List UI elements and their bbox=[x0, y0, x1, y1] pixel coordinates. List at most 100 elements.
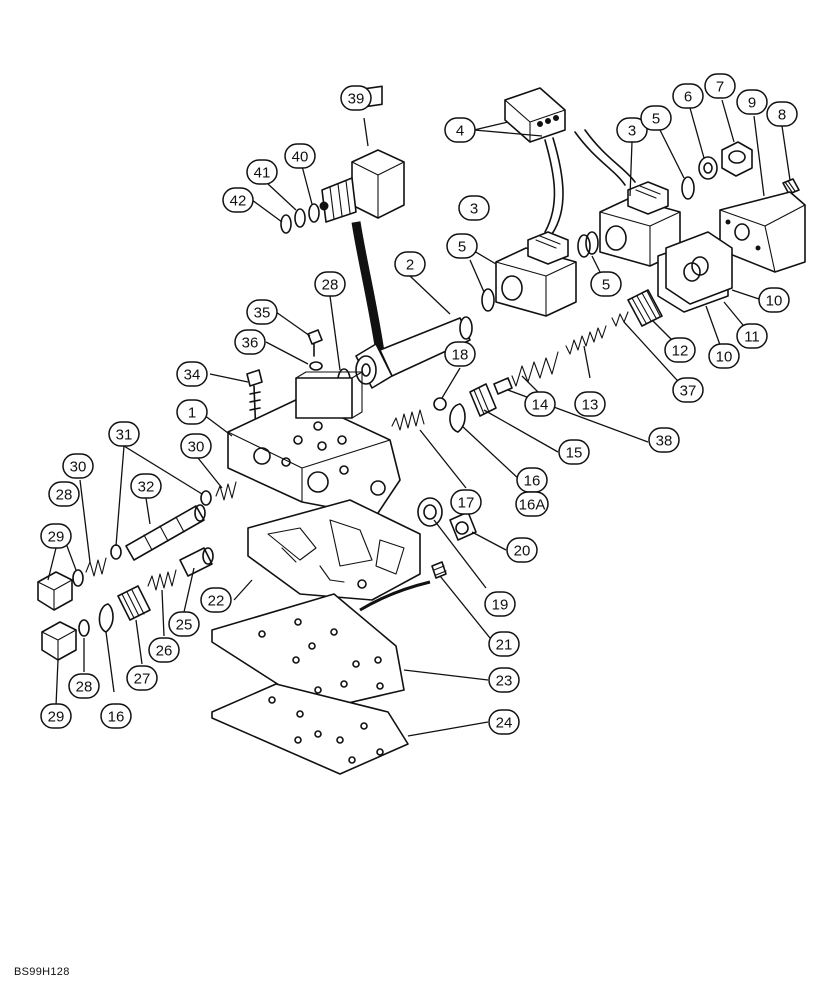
callout-number: 9 bbox=[748, 95, 756, 112]
callout-number: 16 bbox=[524, 473, 541, 490]
callout-number: 16 bbox=[108, 709, 125, 726]
callout-bubble bbox=[672, 377, 704, 403]
connector-4 bbox=[504, 87, 636, 235]
callout-c10a: 10 bbox=[758, 287, 790, 313]
callout-c20: 20 bbox=[506, 537, 538, 563]
plug-29-upper bbox=[37, 571, 73, 611]
callout-number: 3 bbox=[628, 123, 636, 140]
callout-number: 42 bbox=[230, 193, 247, 210]
callout-bubble bbox=[758, 287, 790, 313]
callout-bubble bbox=[340, 85, 372, 111]
callout-c37: 37 bbox=[672, 377, 704, 403]
plunger-25 bbox=[179, 547, 214, 577]
callout-bubble bbox=[200, 587, 232, 613]
callout-number: 16A bbox=[519, 497, 546, 514]
piston-12 bbox=[627, 289, 663, 327]
callout-number: 30 bbox=[188, 439, 205, 456]
callout-c39: 39 bbox=[340, 85, 372, 111]
callout-number: 10 bbox=[716, 349, 733, 366]
callout-c3a: 3 bbox=[458, 195, 490, 221]
callout-number: 32 bbox=[138, 479, 155, 496]
callout-number: 2 bbox=[406, 257, 414, 274]
washer-36 bbox=[309, 361, 323, 371]
callout-bubble bbox=[484, 591, 516, 617]
callout-number: 30 bbox=[70, 459, 87, 476]
callout-number: 3 bbox=[470, 201, 478, 218]
washer-31-left bbox=[110, 544, 122, 560]
gasket-10-11 bbox=[657, 231, 733, 313]
nut-7 bbox=[721, 141, 753, 177]
callout-c4: 4 bbox=[444, 117, 476, 143]
callout-labels: 12334555678910101112131415161616A1718192… bbox=[40, 73, 798, 735]
callout-c1: 1 bbox=[176, 399, 208, 425]
callout-c21: 21 bbox=[488, 631, 520, 657]
callout-c10b: 10 bbox=[708, 343, 740, 369]
callout-bubble bbox=[168, 611, 200, 637]
callout-c2: 2 bbox=[394, 251, 426, 277]
spring-37 bbox=[611, 311, 629, 327]
gasket-plate-24 bbox=[211, 683, 409, 775]
screw-21 bbox=[431, 561, 447, 579]
callout-bubble bbox=[450, 489, 482, 515]
callout-bubble bbox=[148, 637, 180, 663]
callout-c27: 27 bbox=[126, 665, 158, 691]
callout-bubble bbox=[558, 439, 590, 465]
callout-c3b: 3 bbox=[616, 117, 648, 143]
callout-c12: 12 bbox=[664, 337, 696, 363]
callout-bubble bbox=[704, 73, 736, 99]
callout-bubble bbox=[444, 117, 476, 143]
callout-c14: 14 bbox=[524, 391, 556, 417]
callout-bubble bbox=[314, 271, 346, 297]
callout-number: 1 bbox=[188, 405, 196, 422]
callout-number: 6 bbox=[684, 89, 692, 106]
callout-number: 31 bbox=[116, 427, 133, 444]
callout-bubble bbox=[246, 159, 278, 185]
o-ring-28-lower-left bbox=[78, 619, 90, 637]
solenoid-3-right bbox=[599, 181, 681, 267]
callout-bubble bbox=[176, 399, 208, 425]
callout-number: 29 bbox=[48, 709, 65, 726]
callout-number: 28 bbox=[56, 487, 73, 504]
callout-c28b: 28 bbox=[48, 481, 80, 507]
valve-body-1 bbox=[227, 371, 401, 517]
callout-number: 38 bbox=[656, 433, 673, 450]
callout-bubble bbox=[488, 631, 520, 657]
callout-bubble bbox=[506, 537, 538, 563]
callout-bubble bbox=[524, 391, 556, 417]
callout-bubble bbox=[100, 703, 132, 729]
callout-c30a: 30 bbox=[62, 453, 94, 479]
callout-bubble bbox=[180, 433, 212, 459]
callout-c6: 6 bbox=[672, 83, 704, 109]
callout-bubble bbox=[62, 453, 94, 479]
callout-bubble bbox=[394, 251, 426, 277]
pin-38 bbox=[493, 377, 513, 395]
callout-bubble bbox=[222, 187, 254, 213]
callout-number: 29 bbox=[48, 529, 65, 546]
snap-ring-16-lower bbox=[98, 603, 114, 633]
callout-c28a: 28 bbox=[314, 271, 346, 297]
callout-number: 41 bbox=[254, 165, 271, 182]
callout-c13: 13 bbox=[574, 391, 606, 417]
callout-c26: 26 bbox=[148, 637, 180, 663]
callout-number: 23 bbox=[496, 673, 513, 690]
callout-c31: 31 bbox=[108, 421, 140, 447]
callout-c25: 25 bbox=[168, 611, 200, 637]
separator-gasket-22 bbox=[247, 499, 421, 604]
callout-bubble bbox=[458, 195, 490, 221]
callout-bubble bbox=[444, 341, 476, 367]
spring-17 bbox=[391, 409, 425, 431]
callout-c5a: 5 bbox=[446, 233, 478, 259]
callout-c17: 17 bbox=[450, 489, 482, 515]
callout-number: 17 bbox=[458, 495, 475, 512]
callout-bubble bbox=[574, 391, 606, 417]
washer-31-right bbox=[200, 490, 212, 506]
callout-bubble bbox=[284, 143, 316, 169]
callout-c28c: 28 bbox=[68, 673, 100, 699]
callout-bubble bbox=[736, 89, 768, 115]
leader-shaft-21 bbox=[359, 580, 431, 612]
callout-bubble bbox=[126, 665, 158, 691]
callout-bubble bbox=[616, 117, 648, 143]
callout-number: 39 bbox=[348, 91, 365, 108]
o-rings-5 bbox=[481, 176, 695, 312]
callout-number: 4 bbox=[456, 123, 464, 140]
